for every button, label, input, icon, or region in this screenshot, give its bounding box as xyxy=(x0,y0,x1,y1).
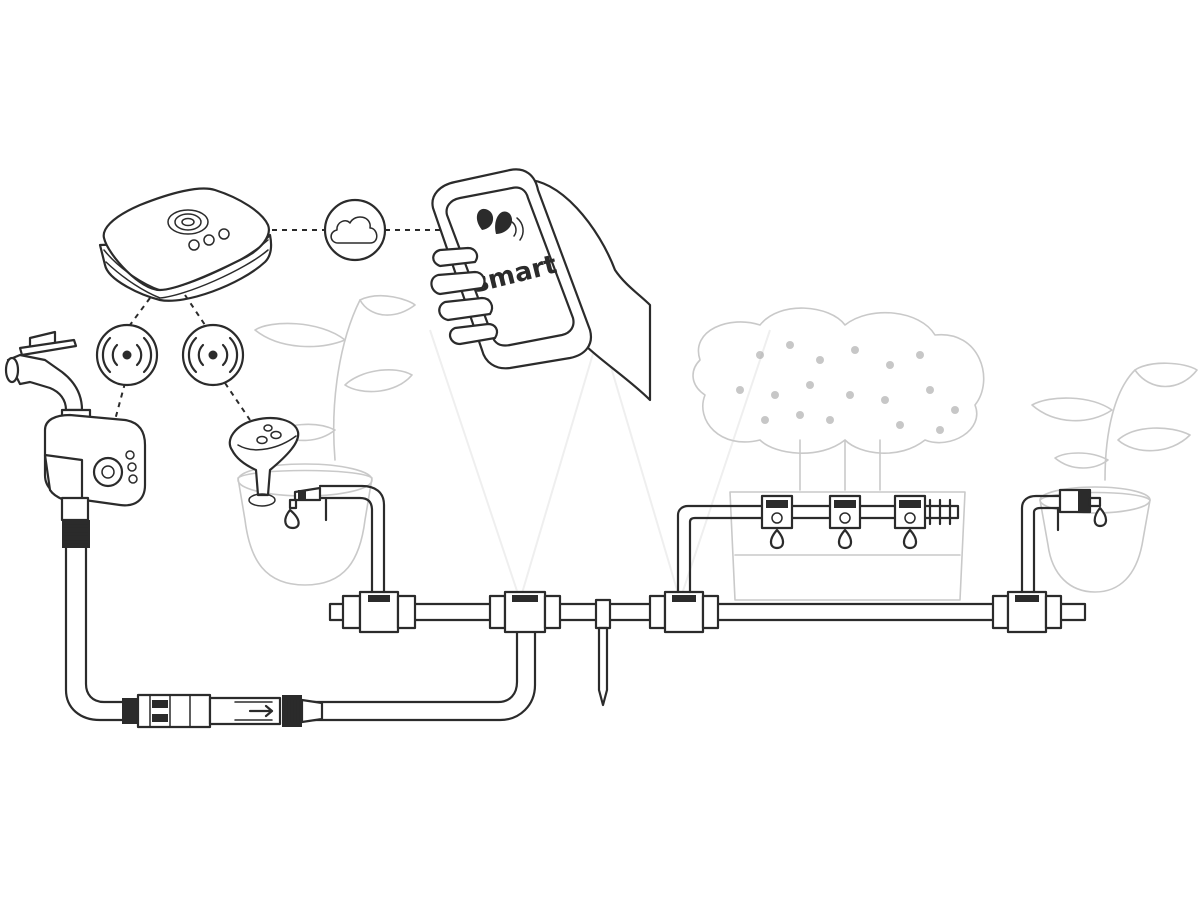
right-pot-plant xyxy=(1031,362,1198,593)
gateway-led xyxy=(203,234,215,246)
pressure-reducer xyxy=(122,693,324,729)
gateway-sensor xyxy=(167,209,209,235)
drip-head xyxy=(893,494,927,550)
gateway xyxy=(98,187,273,302)
wireless-links xyxy=(114,229,440,421)
ground-stake xyxy=(594,598,612,707)
water-tap xyxy=(4,330,84,412)
line-connector xyxy=(341,590,417,634)
drip-head xyxy=(1056,488,1108,532)
gateway-led xyxy=(218,228,230,240)
gateway-led xyxy=(188,239,200,251)
drip-head xyxy=(828,494,862,550)
watermark xyxy=(429,326,771,604)
wireless-signal-icon xyxy=(95,323,159,387)
line-connector xyxy=(991,590,1063,634)
cloud-icon xyxy=(323,198,387,262)
wireless-signal-icon xyxy=(181,323,245,387)
soil-sensor xyxy=(228,416,300,507)
water-control xyxy=(43,408,147,548)
riser-middle xyxy=(676,504,767,594)
smartphone: smart xyxy=(430,168,652,402)
drip-head xyxy=(284,486,328,530)
smart-app-logo-icon xyxy=(476,208,524,241)
line-connector xyxy=(488,590,562,634)
drip-head xyxy=(760,494,794,550)
riser-left xyxy=(318,484,386,594)
riser-right xyxy=(1020,494,1062,594)
line-connector xyxy=(648,590,720,634)
supply-hose xyxy=(64,546,537,722)
planter-box-tree xyxy=(692,307,985,601)
planter-drip-tube xyxy=(763,498,960,526)
